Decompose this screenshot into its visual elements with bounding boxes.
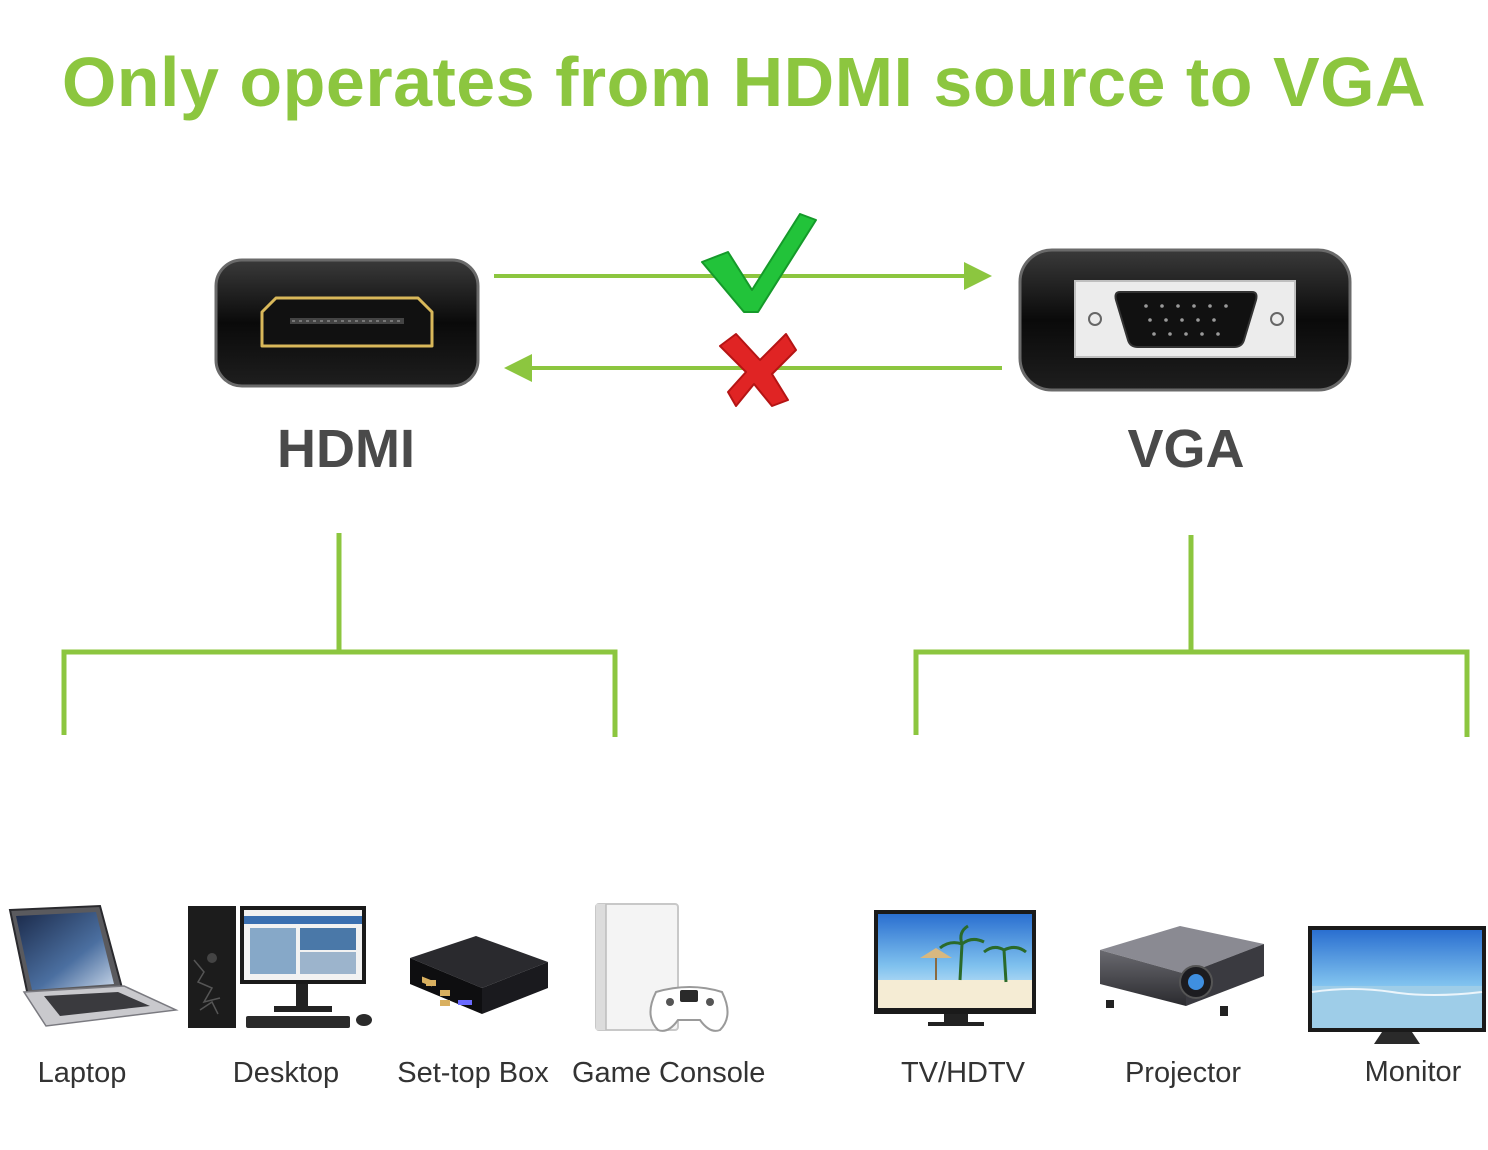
monitor-icon bbox=[1308, 926, 1486, 1044]
desktop-computer-icon bbox=[188, 906, 372, 1028]
hdmi-device-tree bbox=[61, 533, 618, 737]
vga-port-icon bbox=[1018, 248, 1352, 392]
device-label-set-top-box: Set-top Box bbox=[397, 1057, 549, 1089]
device-label-desktop: Desktop bbox=[232, 1057, 340, 1089]
set-top-box-icon bbox=[410, 936, 548, 1014]
hdmi-label: HDMI bbox=[277, 419, 415, 479]
check-mark-icon bbox=[701, 213, 817, 313]
vga-device-tree bbox=[913, 535, 1470, 737]
device-label-game-console: Game Console bbox=[572, 1057, 766, 1089]
page-title: Only operates from HDMI source to VGA bbox=[61, 43, 1427, 121]
device-label-monitor: Monitor bbox=[1364, 1056, 1462, 1088]
hdmi-port-icon bbox=[214, 258, 480, 388]
vga-label: VGA bbox=[1127, 419, 1245, 479]
device-label-projector: Projector bbox=[1124, 1057, 1242, 1089]
laptop-icon bbox=[8, 904, 179, 1027]
tv-icon bbox=[874, 910, 1036, 1026]
device-label-laptop: Laptop bbox=[37, 1057, 127, 1089]
cross-mark-icon bbox=[719, 333, 797, 407]
device-label-tv: TV/HDTV bbox=[900, 1057, 1026, 1089]
game-console-icon bbox=[595, 903, 729, 1032]
projector-icon bbox=[1100, 926, 1264, 1016]
